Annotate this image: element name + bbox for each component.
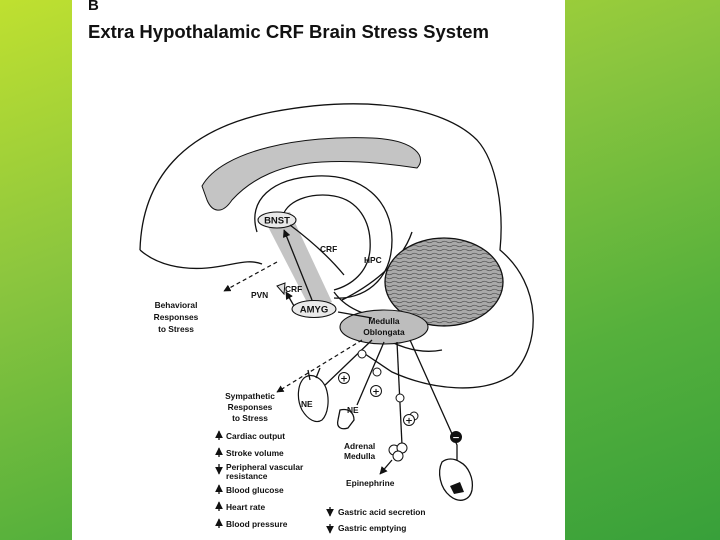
- sympathetic-label-3: to Stress: [232, 413, 268, 423]
- effect-heart-rate: Heart rate: [215, 501, 265, 512]
- effect-stroke-volume: Stroke volume: [215, 447, 284, 458]
- bnst-node: [257, 211, 297, 229]
- sympathetic-label-1: Sympathetic: [225, 391, 275, 401]
- heart-icon: [297, 375, 329, 423]
- effect-label: Gastric emptying: [338, 523, 406, 533]
- effect-label: Heart rate: [226, 502, 265, 512]
- epinephrine-label: Epinephrine: [346, 478, 395, 488]
- nerve-to-heart: [321, 339, 373, 389]
- effect-cardiac-output: Cardiac output: [215, 430, 285, 441]
- amyg-node: [291, 299, 337, 319]
- effects-list-left: Cardiac output Stroke volume Peripheral …: [215, 430, 304, 529]
- plus-sign-1: [338, 372, 350, 384]
- behavioral-label-2: Responses: [154, 312, 199, 322]
- heart-vessels: [307, 367, 321, 381]
- medulla-label-1: Medulla: [368, 316, 400, 326]
- plus-sign-1-text: +: [340, 374, 348, 384]
- medulla-label-2: Oblongata: [363, 327, 405, 337]
- effects-list-right: Gastric acid secretion Gastric emptying: [326, 507, 426, 534]
- effect-label: Stroke volume: [226, 448, 284, 458]
- crf-to-medulla-line: [337, 311, 373, 319]
- pvn-node: [276, 282, 286, 296]
- adrenal-to-epinephrine-arrow: [379, 459, 393, 475]
- crf-lower-label: CRF: [285, 284, 302, 294]
- stomach-detail: [450, 482, 464, 494]
- effect-gastric-acid-secretion: Gastric acid secretion: [326, 507, 426, 517]
- plus-sign-3-text: +: [405, 416, 413, 426]
- panel-letter: B: [88, 0, 99, 14]
- ganglion-node-2: [372, 367, 382, 377]
- plus-sign-2-text: +: [372, 387, 380, 397]
- adrenal-label-2: Medulla: [344, 451, 376, 461]
- brain-base-line: [139, 249, 263, 270]
- minus-sign-text: −: [452, 433, 460, 443]
- adrenal-gland-icon: [388, 442, 408, 462]
- ganglion-node-1: [357, 349, 367, 359]
- diagram-title: Extra Hypothalamic CRF Brain Stress Syst…: [88, 21, 489, 42]
- minus-sign: [450, 431, 462, 443]
- inner-loop: [281, 194, 371, 291]
- amyg-label: AMYG: [300, 305, 329, 316]
- sympathetic-response-arrow: [276, 339, 363, 393]
- behavioral-response-arrow: [223, 261, 278, 292]
- hpc-curve: [341, 231, 413, 301]
- ganglion-node-3: [395, 393, 405, 403]
- crf-upper-label: CRF: [320, 244, 337, 254]
- nerve-to-ne: [356, 341, 385, 406]
- vessel-icon: [336, 408, 355, 430]
- adrenal-label-1: Adrenal: [344, 441, 375, 451]
- effect-label: Peripheral vascular: [226, 462, 304, 472]
- cerebellum: [384, 237, 504, 327]
- pvn-label: PVN: [251, 290, 268, 300]
- stomach-icon: [439, 458, 474, 501]
- slide-page: B Extra Hypothalamic CRF Brain Stress Sy…: [72, 0, 565, 540]
- plus-sign-3: [403, 414, 415, 426]
- sympathetic-label-2: Responses: [228, 402, 273, 412]
- effect-blood-pressure: Blood pressure: [215, 518, 288, 529]
- nerve-to-stomach: [409, 339, 458, 465]
- ne-heart-label: NE: [301, 399, 313, 409]
- limbic-loop: [254, 175, 393, 299]
- effect-label-cont: resistance: [226, 471, 268, 481]
- brain-stress-diagram: BNST AMYG + + + −: [139, 103, 534, 534]
- medulla-oblongata: [339, 309, 429, 345]
- effect-label: Blood pressure: [226, 519, 288, 529]
- effect-label: Gastric acid secretion: [338, 507, 426, 517]
- effect-blood-glucose: Blood glucose: [215, 484, 284, 495]
- ne-right-label: NE: [347, 405, 359, 415]
- hpc-label: HPC: [364, 255, 382, 265]
- behavioral-label-3: to Stress: [158, 324, 194, 334]
- brain-outline: [139, 103, 534, 389]
- amyg-to-bnst-arrow: [282, 229, 313, 301]
- effect-label: Cardiac output: [226, 431, 285, 441]
- effect-peripheral-vascular-resistance: Peripheral vascular resistance: [215, 462, 304, 481]
- plus-sign-2: [370, 385, 382, 397]
- effect-gastric-emptying: Gastric emptying: [326, 523, 406, 534]
- amyg-to-pvn-arrow: [285, 291, 295, 307]
- corpus-callosum: [201, 137, 422, 211]
- nerve-to-adrenal: [396, 341, 403, 446]
- effect-label: Blood glucose: [226, 485, 284, 495]
- bnst-label: BNST: [264, 216, 290, 227]
- behavioral-label-1: Behavioral: [155, 300, 198, 310]
- bnst-crf-line: [289, 224, 345, 276]
